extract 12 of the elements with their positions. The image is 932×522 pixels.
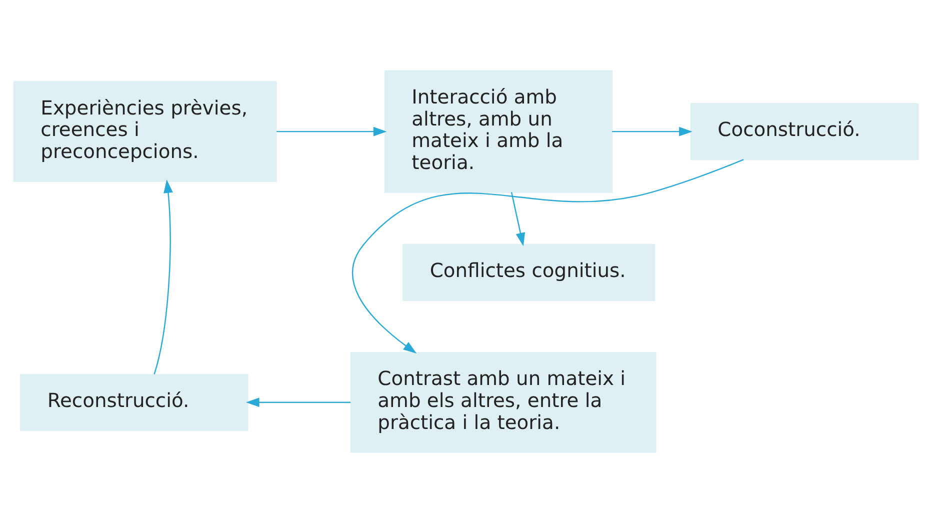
arrow — [276, 126, 387, 136]
node-box: Coconstrucció. — [690, 102, 919, 160]
arrow — [154, 179, 173, 374]
arrow — [510, 192, 526, 246]
node-box: Reconstrucció. — [20, 373, 248, 430]
node-box: Interacció amb altres, amb un mateix i amb la teoria. — [384, 70, 613, 192]
arrow — [612, 126, 692, 136]
arrow — [246, 397, 351, 407]
node-box: Experiències prèvies, creences i preconcepcions. — [13, 80, 277, 182]
node-box: Contrast amb un mateix i amb els altres, entre la pràctica i la teoria. — [350, 351, 656, 452]
arrow — [352, 158, 744, 354]
node-box: Conflictes cognitius. — [402, 243, 656, 300]
